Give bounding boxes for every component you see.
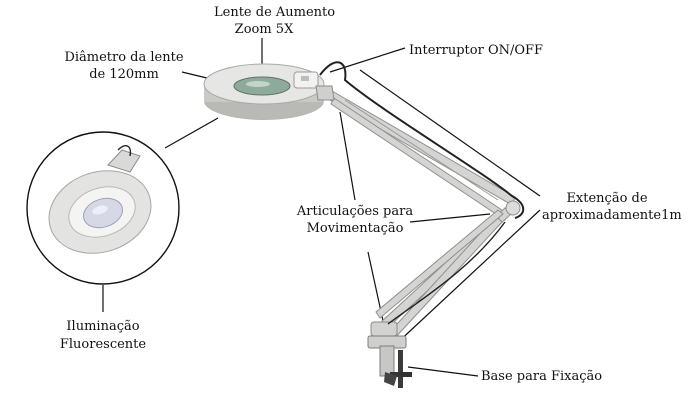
articulated-arm [315,61,525,341]
label-diameter-line1: Diâmetro da lente [64,50,184,65]
label-lens-line2: Zoom 5X [234,22,294,37]
leader-base [407,366,479,377]
leader-extension-bottom [394,209,541,346]
label-lighting-line2: Fluorescente [59,337,147,352]
leader-switch [329,47,406,73]
leader-joint-middle [409,213,491,223]
label-joints-line2: Movimentação [306,221,404,236]
leader-extension-top [359,69,541,197]
label-switch: Interruptor ON/OFF [409,43,544,58]
leader-lines [102,38,541,377]
leader-joint-upper [339,111,356,201]
clamp-base [367,335,412,388]
detail-zoom [26,131,180,285]
joint-base [370,321,398,337]
label-base: Base para Fixação [481,369,603,384]
label-lens-line1: Lente de Aumento [214,5,336,20]
label-diameter-line2: de 120mm [89,67,159,82]
label-joints-line1: Articulações para [296,204,414,219]
power-cable [319,61,525,219]
label-extension-line1: Extenção de [566,191,648,206]
joint-elbow [505,200,521,216]
label-lighting-line1: Iluminação [66,319,140,334]
leader-joint-lower [367,251,386,331]
magnifier-head [203,63,335,120]
leader-zoom-detail [164,117,219,149]
label-extension-line2: aproximadamente1m [542,208,682,223]
